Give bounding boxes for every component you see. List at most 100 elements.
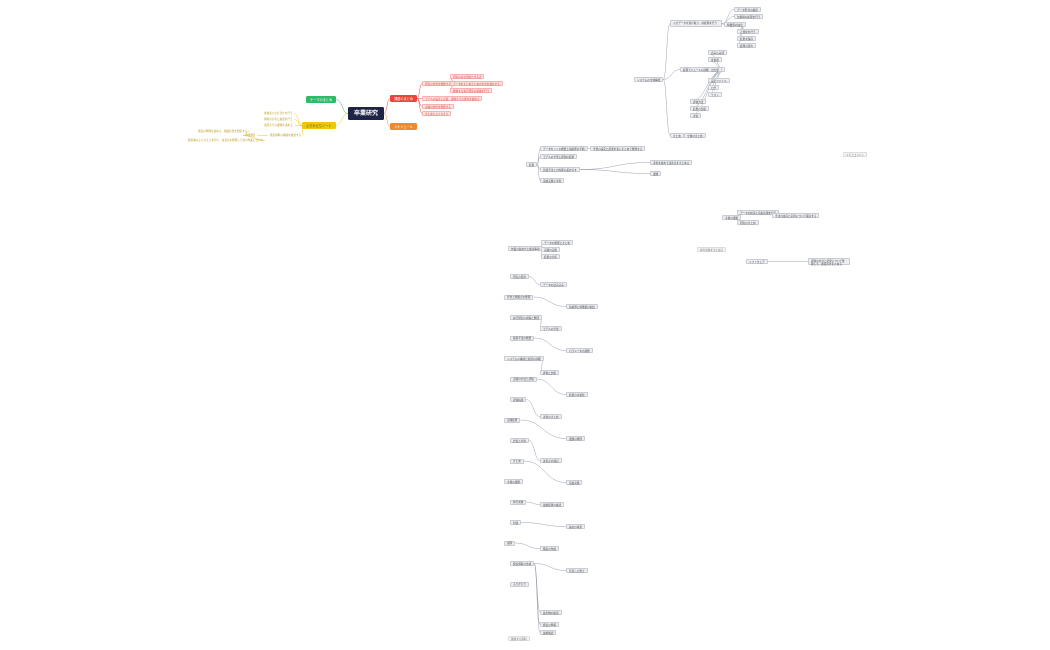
yellow-leaf-top-2[interactable]: 次回までの課題を決める <box>264 123 293 127</box>
lower-sub-item[interactable]: 結果の可視化 <box>566 392 588 397</box>
top-sub1-second-0[interactable]: 特徴量の抽出 <box>724 22 746 27</box>
red-leaf-5[interactable]: まとめとふりかえり <box>422 111 452 116</box>
top-sub1-leaf-0[interactable]: データ形式の確認 <box>734 7 761 12</box>
red-leaf-1[interactable]: データをまとめるための方法を検討する <box>450 81 503 86</box>
lower-sub-item[interactable]: 評価と比較 <box>540 370 559 375</box>
lower-list-item[interactable]: 発表資料の作成 <box>510 561 535 566</box>
lower-sub-item[interactable]: 前処理と特徴量の抽出 <box>566 304 598 309</box>
mid-item-2[interactable]: 比較手法との性能の差を示す <box>540 167 580 172</box>
lower-list-item[interactable]: 実験結果 <box>504 417 521 423</box>
yellow-leaf-a[interactable]: 発表資料の構成を確認する <box>270 133 302 137</box>
top-sub1-head[interactable]: 入力データを受け取り、前処理を行う <box>670 20 722 27</box>
lower-sub-item[interactable]: パラメータの調整 <box>566 348 593 353</box>
lower-top-item-1[interactable]: 実験の実施 <box>541 247 560 252</box>
lower-sub-item[interactable]: モデルの学習 <box>540 326 562 331</box>
top-group-label[interactable]: システムの全体構成 <box>634 77 664 82</box>
top-sub1-second-1[interactable]: 正規化を行う <box>737 29 759 34</box>
top-sub2-tail-0[interactable]: 評価方法 <box>690 99 707 104</box>
lower-list-item[interactable]: 提案手法の概要 <box>510 335 535 341</box>
lower-sub-item[interactable]: 改善点の検討 <box>540 458 562 463</box>
connector-line <box>721 23 725 25</box>
top-sub1-leaf-1[interactable]: 欠損値の処理を行う <box>734 14 764 19</box>
lower-sub-item[interactable]: 論文の執筆 <box>566 524 585 529</box>
lower-sub-item[interactable]: 見直しと修正 <box>566 568 588 573</box>
lower-list-item[interactable]: 評価指標 <box>510 397 527 402</box>
root-topic[interactable]: 卒業研究 <box>348 107 385 120</box>
lower-list-item[interactable]: 背景と問題点の整理 <box>504 294 534 300</box>
mid-side[interactable]: 学習の設定と結果を表にまとめて整理する <box>590 146 646 151</box>
branch-yellow[interactable]: ふりかえりノート <box>302 122 336 129</box>
connector-line <box>515 542 541 549</box>
connector-line <box>242 135 266 141</box>
lower-list-item[interactable]: 比較と考察 <box>510 438 529 443</box>
top-sub2-leaf-4[interactable]: ログ <box>708 85 720 90</box>
lower-list-item[interactable]: 参考文献 <box>510 499 527 505</box>
lower-list-item[interactable]: 先行研究の調査と整理 <box>510 315 542 320</box>
yellow-leaf-top-0[interactable]: 参加者との打合せを行う <box>264 111 293 115</box>
yellow-leaf-top-1[interactable]: 資料の共有と確認を行う <box>264 117 293 121</box>
mid-right-0[interactable]: 考察を進めて改善点をまとめる <box>650 160 693 165</box>
lower-sub-item[interactable]: 追加実験 <box>566 480 583 485</box>
top-sub1-extra[interactable]: 処理の流れ <box>737 43 756 48</box>
bottom-item-0[interactable]: 提出物の確認 <box>540 610 562 615</box>
floating-note-b[interactable]: 参考文献をまとめる <box>697 247 727 252</box>
right-group-label[interactable]: 今後の課題 <box>722 215 741 220</box>
lower-sub-item[interactable]: 考察のまとめ <box>540 414 562 419</box>
mid-item-0[interactable]: データセットの概要と前処理の手順 <box>540 146 588 151</box>
lower-list-item[interactable]: 今後の課題 <box>504 479 523 484</box>
top-sub3-leaf[interactable]: 全体のまとめ <box>684 133 706 138</box>
red-leaf-3[interactable]: モデルの設計と実装、評価までの流れを進める <box>422 96 483 101</box>
lower-list-item[interactable]: 実験の方法と評価 <box>510 376 537 382</box>
top-sub3[interactable]: まとめ <box>670 133 684 138</box>
lower-list-item[interactable]: 研究の目的 <box>510 274 529 279</box>
branch-red[interactable]: 課題のまとめ <box>390 95 418 102</box>
lower-top-item-0[interactable]: データの整理とまとめ <box>541 240 573 245</box>
top-sub2-leaf-1[interactable]: 変換部 <box>708 57 722 62</box>
mid-group-label[interactable]: 結果 <box>526 162 538 167</box>
bottom-item-1[interactable]: 発表の準備 <box>540 622 559 627</box>
connector-line <box>336 99 349 114</box>
top-sub1-second-2[interactable]: 結果を保存 <box>737 36 756 41</box>
mid-right-1[interactable]: 課題 <box>650 171 662 176</box>
yellow-sub-b[interactable]: 発表後のふりかえりを行い、改善点を整理して次の作業に活かす <box>188 138 264 142</box>
lower-sub-item[interactable]: 最終結果の確認 <box>540 502 565 507</box>
red-leaf-2[interactable]: 関係する先行研究の調査を行う <box>450 88 493 93</box>
floating-note-a[interactable]: メモとコメント <box>843 152 868 157</box>
lower-list-item[interactable]: 付録 <box>510 520 522 525</box>
top-sub2-tail-1[interactable]: 結果の比較 <box>690 106 709 111</box>
connector-line <box>528 440 541 461</box>
top-sub2-mid[interactable]: 処理モジュールの詳細を記述する <box>680 67 725 72</box>
far-right-note[interactable]: 評価の方法と結果について整理して、改善点をまとめる <box>808 258 850 266</box>
floating-note-c[interactable]: 関連する資料 <box>508 636 530 641</box>
top-sub2-leaf-2[interactable]: 出力部 <box>708 67 722 72</box>
lower-top-label[interactable]: 作業の進め方と確認事項 <box>508 246 543 251</box>
top-sub2-tail-2[interactable]: 考察 <box>690 113 702 118</box>
branch-green[interactable]: テーマのまとめ <box>306 96 337 103</box>
right-group-item-2[interactable]: 研究のまとめ <box>737 220 759 225</box>
lower-sub-item[interactable]: 課題の整理 <box>566 436 585 441</box>
connector-line <box>533 563 541 633</box>
top-sub2-leaf-5[interactable]: テスト <box>708 92 722 97</box>
lower-top-item-2[interactable]: 結果の分析 <box>541 254 560 259</box>
yellow-sub-a[interactable]: 発表の準備を進める。質疑応答を想定する <box>198 129 248 133</box>
right-group-item-1[interactable]: 手法の改良と応用について検討する <box>772 213 820 218</box>
branch-orange[interactable]: スケジュール <box>390 123 417 130</box>
top-sub2-leaf-3[interactable]: 設定ファイル <box>708 78 730 83</box>
red-leaf-4[interactable]: 実験の条件を整理する <box>422 104 454 109</box>
lower-list-item[interactable]: システムの構成と各部の詳細 <box>504 356 544 361</box>
connector-line <box>383 98 391 114</box>
mid-item-3[interactable]: 追加実験と考察 <box>540 178 565 183</box>
lower-list-item[interactable]: ふりかえり <box>510 581 529 587</box>
lower-list-item[interactable]: 謝辞 <box>504 540 516 546</box>
far-right-label[interactable]: ソフトウェア <box>746 259 768 264</box>
top-sub2-leaf-0[interactable]: 読み込み部 <box>708 50 727 55</box>
mid-item-1[interactable]: モデルの学習と評価の結果 <box>540 154 578 159</box>
yellow-mid[interactable]: 中間発表 <box>245 133 256 137</box>
right-group-item-0[interactable]: データの拡張と追加実験を行う <box>737 210 780 215</box>
bottom-item-2[interactable]: 最終確認 <box>540 630 557 635</box>
red-leaf-0[interactable]: 研究の主な目的とする点 <box>450 74 485 79</box>
lower-sub-item[interactable]: 図表の作成 <box>540 546 559 551</box>
lower-list-item[interactable]: まとめ <box>510 458 524 464</box>
lower-sub-item[interactable]: データの読み込み <box>540 282 567 287</box>
